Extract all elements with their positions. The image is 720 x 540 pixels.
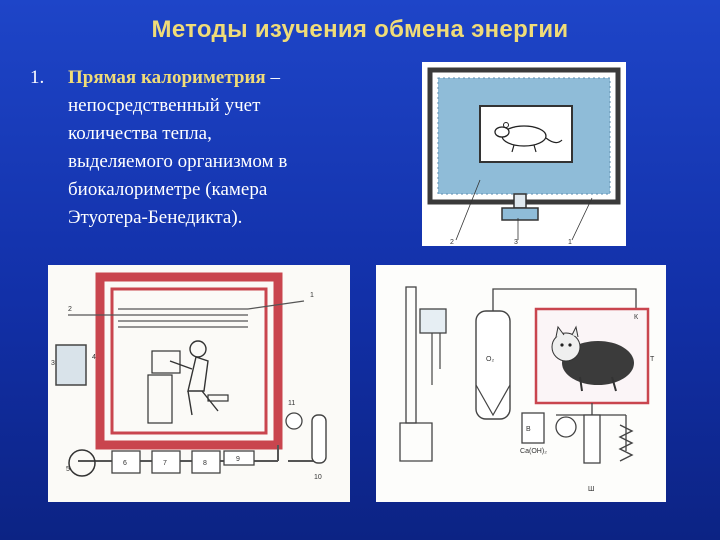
- oxygen-bottle: [475, 310, 511, 420]
- cat-icon: [551, 325, 634, 392]
- label-2: 2: [450, 239, 454, 246]
- text-line-2: количества тепла,: [68, 123, 212, 144]
- pointer-line-2: [455, 179, 481, 241]
- gas-meter-icon: [285, 412, 303, 430]
- flask-tubes: [431, 333, 441, 385]
- cooling-coil: [68, 300, 305, 328]
- label-1: 1: [568, 239, 572, 246]
- blower-fan-icon: [68, 449, 96, 477]
- water-tank: [55, 344, 87, 386]
- label-5: 5: [66, 466, 70, 473]
- absorber-8: [191, 450, 221, 474]
- label-t: Т: [650, 356, 655, 363]
- label-10: 10: [314, 474, 322, 481]
- label-caoh2: Са(ОН)₂: [520, 448, 547, 455]
- oxygen-cylinder: [311, 414, 327, 464]
- rat-icon: [494, 122, 563, 153]
- label-8: 8: [203, 460, 207, 467]
- stand-base: [399, 422, 433, 462]
- co2-absorber: [521, 412, 545, 444]
- rat-chamber-figure: 2 3 1: [422, 62, 626, 246]
- oxygen-line: [492, 288, 637, 325]
- method-term: Прямая калориметрия: [68, 67, 266, 88]
- water-texture: [437, 77, 611, 195]
- label-1: 1: [310, 292, 314, 299]
- bottle-funnel: [475, 384, 511, 417]
- label-7: 7: [163, 460, 167, 467]
- text-line-5: Этуотера-Бенедикта).: [68, 207, 243, 228]
- label-2: 2: [68, 306, 72, 313]
- absorber-7: [151, 450, 181, 474]
- text-line-4: биокалориметре (камера: [68, 179, 268, 200]
- text-line-1: непосредственный учет: [68, 95, 261, 116]
- method-list: 1. Прямая калориметрия – непосредственны…: [30, 64, 410, 232]
- label-4: 4: [92, 354, 96, 361]
- label-k: К: [634, 314, 639, 321]
- outlet-pipe: [513, 193, 527, 209]
- respiration-apparatus-figure: О₂ К Т В Ш Са(ОН)₂: [376, 265, 666, 502]
- water-flask: [419, 308, 447, 334]
- term-dash: –: [265, 67, 280, 88]
- chamber-outer-wall: [95, 272, 283, 450]
- label-3: 3: [51, 360, 55, 367]
- heating-coil: [618, 424, 634, 462]
- absorber-9: [223, 450, 255, 466]
- stand-rod: [405, 286, 417, 424]
- label-6: 6: [123, 460, 127, 467]
- text-line-3: выделяемого организмом в: [68, 151, 288, 172]
- list-number: 1.: [30, 67, 45, 88]
- label-9: 9: [236, 456, 240, 463]
- label-oxygen: О₂: [486, 356, 494, 363]
- label-sh: Ш: [588, 486, 594, 493]
- collection-vessel: [501, 207, 539, 221]
- pump-icon: [555, 416, 577, 438]
- condenser: [583, 414, 601, 464]
- list-item-text: Прямая калориметрия – непосредственный у…: [68, 64, 410, 232]
- person-at-desk-icon: [147, 340, 229, 424]
- chamber-inner-wall: [110, 287, 268, 435]
- pointer-line-1: [571, 197, 593, 241]
- slide-title: Методы изучения обмена энергии: [151, 16, 569, 43]
- label-11: 11: [288, 400, 295, 407]
- absorber-6: [111, 450, 141, 474]
- label-3: 3: [514, 239, 518, 246]
- human-calorimeter-figure: 1 2 3 4 5 6 7 8 9 10 11: [48, 265, 350, 502]
- label-b: В: [526, 426, 531, 433]
